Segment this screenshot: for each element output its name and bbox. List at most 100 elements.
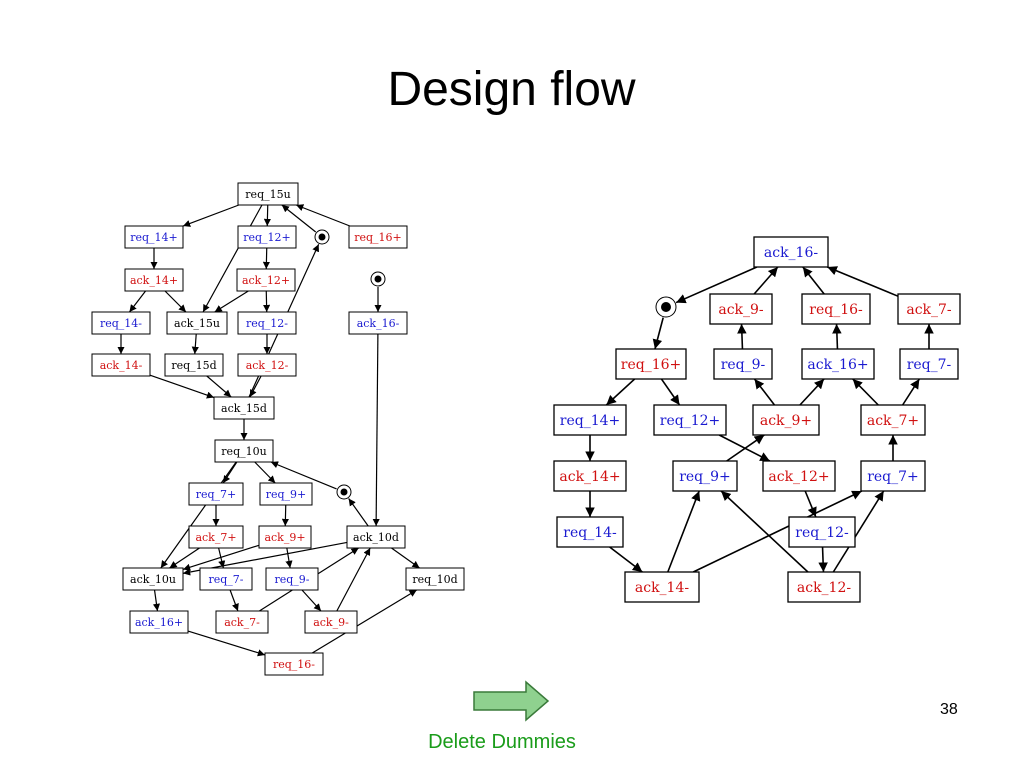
node-label: ack_14- <box>635 580 689 596</box>
node-req-12p: req_12+ <box>237 225 297 249</box>
node-ack-12m: ack_12- <box>787 571 861 603</box>
edge-req_14m-to-ack_14m <box>609 546 643 573</box>
edges <box>117 204 420 657</box>
node-ack-7m: ack_7- <box>897 293 961 325</box>
node-ack-16p: ack_16+ <box>129 610 189 634</box>
node-label: req_16+ <box>621 357 681 373</box>
edge-ack_10u-to-ack_16p <box>152 589 161 612</box>
node-label: req_16+ <box>354 231 402 244</box>
slide-title: Design flow <box>387 63 636 116</box>
node-label: ack_10u <box>130 573 176 586</box>
node-label: req_15d <box>171 359 216 372</box>
edge-ack_12m-to-req_7p <box>832 490 885 573</box>
edge-ack_7p-to-req_7m <box>901 378 921 406</box>
edge-ack_9m-to-ack_10d <box>336 547 371 612</box>
edge-ack_16m-to-t1 <box>675 266 758 304</box>
edge-ack_10d-to-req_10d <box>391 547 420 569</box>
node-label: req_16- <box>809 302 863 318</box>
node-label: ack_14- <box>100 359 143 372</box>
node-ack-7p: ack_7+ <box>188 525 244 549</box>
node-req-9p: req_9+ <box>672 460 738 492</box>
node-req-9p: req_9+ <box>259 482 313 506</box>
edge-req_9m-to-ack_9m <box>737 323 747 350</box>
node-label: ack_15u <box>174 317 220 330</box>
node-req-12m: req_12- <box>237 311 297 335</box>
node-ack-16m: ack_16- <box>753 236 829 268</box>
node-req-15u: req_15u <box>237 182 299 206</box>
node-label: ack_7+ <box>195 531 236 544</box>
edge-ack_14m-to-req_7p <box>692 490 863 573</box>
node-req-16m: req_16- <box>801 293 871 325</box>
caption-delete-dummies: Delete Dummies <box>428 731 576 753</box>
node-label: ack_14+ <box>559 469 620 485</box>
node-label: req_12- <box>795 525 849 541</box>
edge-req_7m-to-ack_7m <box>229 589 239 612</box>
token-place-icon <box>314 229 330 245</box>
edge-ack_16m-to-ack_10d <box>372 333 380 527</box>
node-ack-10d: ack_10d <box>346 525 406 549</box>
edge-req_15d-to-ack_15d <box>206 375 232 398</box>
edges <box>585 266 934 573</box>
node-label: ack_12- <box>246 359 289 372</box>
edge-t3-to-req_10u <box>270 461 337 490</box>
node-label: req_12+ <box>243 231 291 244</box>
node-ack-15u: ack_15u <box>166 311 228 335</box>
edge-req_16m-to-req_10d <box>311 589 418 654</box>
node-ack-16p: ack_16+ <box>801 348 875 380</box>
edge-ack_12p-to-req_12m <box>804 490 817 518</box>
edge-ack_7p-to-req_7m <box>218 547 226 569</box>
node-label: req_9- <box>274 573 309 586</box>
edge-req_12m-to-ack_12m <box>818 546 828 573</box>
node-ack-15d: ack_15d <box>213 396 275 420</box>
node-ack-14p: ack_14+ <box>124 268 184 292</box>
node-req-15d: req_15d <box>164 353 224 377</box>
edge-ack_7m-to-ack_16m <box>827 266 899 297</box>
edge-ack_14p-to-req_14m <box>128 290 147 313</box>
node-label: req_16- <box>273 658 315 671</box>
node-label: ack_7- <box>906 302 952 318</box>
edge-ack_9p-to-ack_10u <box>182 544 260 571</box>
node-label: req_7+ <box>867 469 919 485</box>
edge-req_9m-to-ack_9m <box>301 589 322 612</box>
node-label: req_10u <box>221 445 266 458</box>
node-label: ack_16+ <box>135 616 183 629</box>
node-req-14p: req_14+ <box>124 225 184 249</box>
node-ack-7m: ack_7- <box>215 610 269 634</box>
node-ack-14m: ack_14- <box>91 353 151 377</box>
node-ack-9m: ack_9- <box>304 610 358 634</box>
node-label: req_14- <box>563 525 617 541</box>
node-req-14m: req_14- <box>556 516 624 548</box>
node-req-16p: req_16+ <box>348 225 408 249</box>
edge-req_15u-to-ack_15u <box>202 204 263 313</box>
node-req-12m: req_12- <box>788 516 856 548</box>
edge-ack_15u-to-req_15d <box>191 333 199 355</box>
edge-ack_12p-to-ack_15u <box>214 290 249 313</box>
node-req-9m: req_9- <box>713 348 773 380</box>
edge-ack_14m-to-req_9p <box>667 490 701 573</box>
edge-ack_12m-to-req_9p <box>720 490 809 573</box>
node-req-9m: req_9- <box>265 567 319 591</box>
edge-ack_7p-to-ack_16p <box>852 378 879 406</box>
node-ack-9p: ack_9+ <box>258 525 312 549</box>
page-number: 38 <box>940 701 958 718</box>
node-label: req_9+ <box>679 469 731 485</box>
node-label: req_14+ <box>560 413 620 429</box>
node-label: ack_9- <box>718 302 764 318</box>
node-label: req_7- <box>907 357 952 373</box>
node-req-14p: req_14+ <box>553 404 627 436</box>
node-label: ack_7+ <box>867 413 919 429</box>
node-req-7p: req_7+ <box>188 482 244 506</box>
node-label: ack_9+ <box>264 531 305 544</box>
node-label: ack_16- <box>357 317 400 330</box>
node-label: req_7- <box>208 573 243 586</box>
node-label: req_14+ <box>130 231 178 244</box>
node-label: req_15u <box>245 188 290 201</box>
node-label: req_12- <box>246 317 288 330</box>
node-label: ack_12- <box>797 580 851 596</box>
node-label: ack_14+ <box>130 274 178 287</box>
node-ack-12p: ack_12+ <box>762 460 836 492</box>
edge-req_16m-to-ack_16m <box>802 266 825 295</box>
